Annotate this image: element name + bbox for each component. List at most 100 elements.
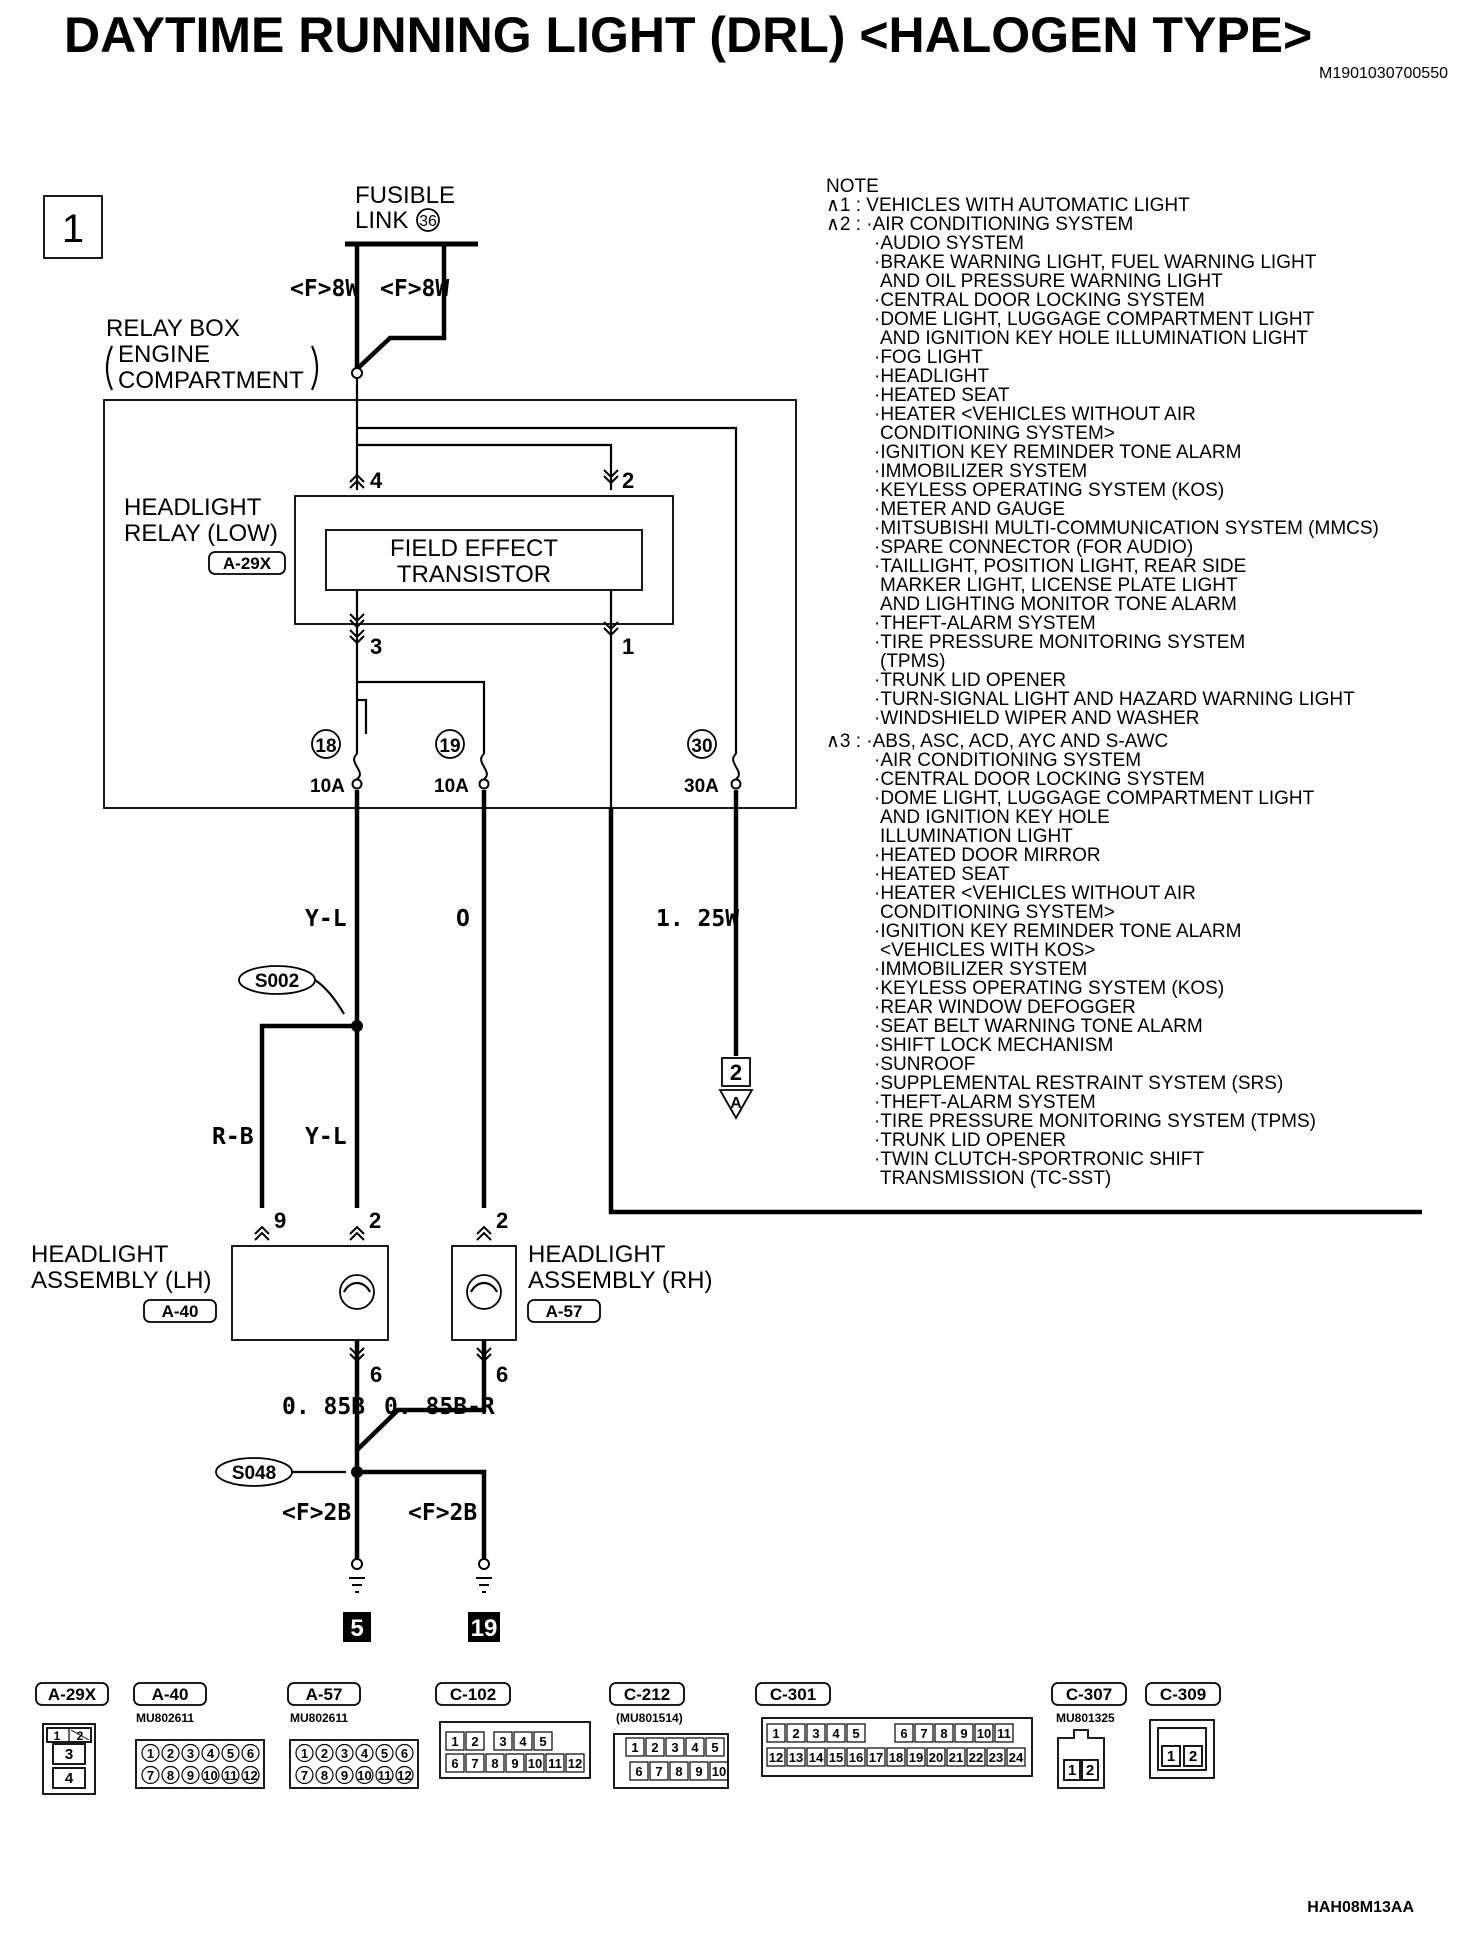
- pin-label: 5: [381, 1746, 388, 1761]
- fuse-30-circle: [687, 729, 717, 759]
- note-line: CONDITIONING SYSTEM>: [880, 423, 1115, 444]
- connector-a40-badge: [133, 1682, 207, 1706]
- note-line: ·SPARE CONNECTOR (FOR AUDIO): [874, 537, 1193, 558]
- pin-cell: [766, 1723, 786, 1743]
- connector-c212-outline: [613, 1733, 729, 1789]
- pin-label: 21: [949, 1750, 963, 1765]
- lh-assembly-box: [231, 1245, 389, 1341]
- fuse-18-rating: 10A: [310, 776, 345, 797]
- rh-pin-6: 6: [496, 1362, 508, 1387]
- pin-label: 8: [675, 1764, 682, 1779]
- pin-label: 6: [635, 1764, 642, 1779]
- pin-cell: [335, 1765, 354, 1785]
- ground-19-number: 19: [471, 1615, 498, 1642]
- pin-label: 5: [227, 1746, 234, 1761]
- fuse-19-number: 19: [439, 736, 460, 757]
- relay-pin-3: 3: [370, 634, 382, 659]
- pin-label: 2: [651, 1740, 658, 1755]
- pin-cell: [525, 1753, 545, 1773]
- note-line: ·MITSUBISHI MULTI-COMMUNICATION SYSTEM (…: [874, 518, 1379, 539]
- figure-id: HAH08M13AA: [1307, 1899, 1414, 1916]
- pin-cell: [709, 1761, 729, 1781]
- pin-label: 2: [1189, 1748, 1197, 1765]
- relay-box-label-2: ENGINE: [118, 341, 210, 368]
- pin-blank-mark: [70, 1729, 90, 1741]
- relay-connector-badge: [208, 551, 286, 575]
- pin-cell: [786, 1747, 806, 1767]
- wire-label-0-85b-r: 0. 85B-R: [384, 1394, 495, 1420]
- pin-cell: [221, 1743, 240, 1763]
- note-line: ·CENTRAL DOOR LOCKING SYSTEM: [874, 769, 1205, 790]
- fuse-leads: [355, 734, 738, 754]
- note-line: ·IGNITION KEY REMINDER TONE ALARM: [874, 442, 1241, 463]
- pin-label: 12: [243, 1768, 257, 1783]
- note-line: ·SHIFT LOCK MECHANISM: [874, 1035, 1113, 1056]
- note-line: CONDITIONING SYSTEM>: [880, 902, 1115, 923]
- pin-label: 7: [301, 1768, 308, 1783]
- connector-c307-badge: [1051, 1682, 1127, 1706]
- relay-pin-2: 2: [622, 468, 634, 493]
- pin-cell: [465, 1753, 485, 1773]
- fuse-30-symbol: [730, 753, 742, 790]
- note-line: ·BRAKE WARNING LIGHT, FUEL WARNING LIGHT: [874, 252, 1317, 273]
- wire-r-b: [259, 1023, 357, 1208]
- pin-label: 9: [187, 1768, 194, 1783]
- pin-label: 12: [568, 1756, 582, 1771]
- note-line: ·REAR WINDOW DEFOGGER: [874, 997, 1136, 1018]
- pin-cell: [826, 1723, 846, 1743]
- note-line: ·THEFT-ALARM SYSTEM: [874, 613, 1096, 634]
- wire-to-relay-pin2: [357, 443, 613, 490]
- note-line: ·TAILLIGHT, POSITION LIGHT, REAR SIDE: [874, 556, 1246, 577]
- connector-a40-outline: [135, 1739, 265, 1789]
- pin-cell: [665, 1737, 685, 1757]
- pin-cell: [221, 1765, 240, 1785]
- pin-label: 15: [829, 1750, 843, 1765]
- pin-label: 24: [1009, 1750, 1024, 1765]
- rh-bulb-filament: [470, 1281, 498, 1293]
- note-line: ·TIRE PRESSURE MONITORING SYSTEM: [874, 632, 1245, 653]
- pin-cell: [545, 1753, 565, 1773]
- splice-s002-label: S002: [255, 971, 299, 992]
- connector-a40-name: A-40: [152, 1685, 189, 1704]
- pin-label: 8: [940, 1726, 947, 1741]
- lh-connector-badge: [143, 1299, 217, 1323]
- pin-label: 10: [203, 1768, 217, 1783]
- pin-cell: [445, 1731, 465, 1751]
- rh-pin2-arrow: [476, 1226, 492, 1241]
- connector-c309-inner: [1157, 1727, 1207, 1771]
- pin-label: 1: [54, 1729, 61, 1743]
- pin-cell: [986, 1747, 1006, 1767]
- pin-label: 2: [1086, 1762, 1094, 1779]
- connector-c301-outline: [761, 1717, 1033, 1777]
- lh-pin-9: 9: [274, 1208, 286, 1233]
- pin-cell: [846, 1723, 866, 1743]
- wire-label-r-b: R-B: [212, 1124, 254, 1150]
- pin-label: 3: [341, 1746, 348, 1761]
- pin-label: 2: [792, 1726, 799, 1741]
- pin-label: 11: [378, 1768, 392, 1783]
- connection-ref-letter: A: [730, 1095, 742, 1112]
- pin-cell: [934, 1723, 954, 1743]
- pin-label: 11: [224, 1768, 238, 1783]
- pin-cell: [966, 1747, 986, 1767]
- connector-c307-name: C-307: [1066, 1685, 1112, 1704]
- lh-label-1: HEADLIGHT: [31, 1241, 169, 1268]
- connector-c307-pin1-cell: [1063, 1759, 1081, 1781]
- note-line: ·KEYLESS OPERATING SYSTEM (KOS): [874, 978, 1224, 999]
- connector-a29x-pin4-cell: [52, 1767, 86, 1789]
- pin-label: 11: [997, 1726, 1011, 1741]
- note-line: ·TURN-SIGNAL LIGHT AND HAZARD WARNING LI…: [874, 689, 1355, 710]
- pin-cell: [295, 1765, 314, 1785]
- connector-a40-part: MU802611: [136, 1711, 194, 1725]
- pin-cell: [946, 1747, 966, 1767]
- connector-c307-pin2-cell: [1081, 1759, 1099, 1781]
- pin-label: 14: [809, 1750, 824, 1765]
- wire-label-0-85b: 0. 85B: [282, 1394, 365, 1420]
- note-line: ·KEYLESS OPERATING SYSTEM (KOS): [874, 480, 1224, 501]
- pin-cell: [375, 1765, 394, 1785]
- page-title: DAYTIME RUNNING LIGHT (DRL) <HALOGEN TYP…: [64, 7, 1312, 63]
- note-line: ·DOME LIGHT, LUGGAGE COMPARTMENT LIGHT: [874, 309, 1315, 330]
- connector-c307-outline: [1057, 1729, 1105, 1789]
- pin-label: 17: [869, 1750, 883, 1765]
